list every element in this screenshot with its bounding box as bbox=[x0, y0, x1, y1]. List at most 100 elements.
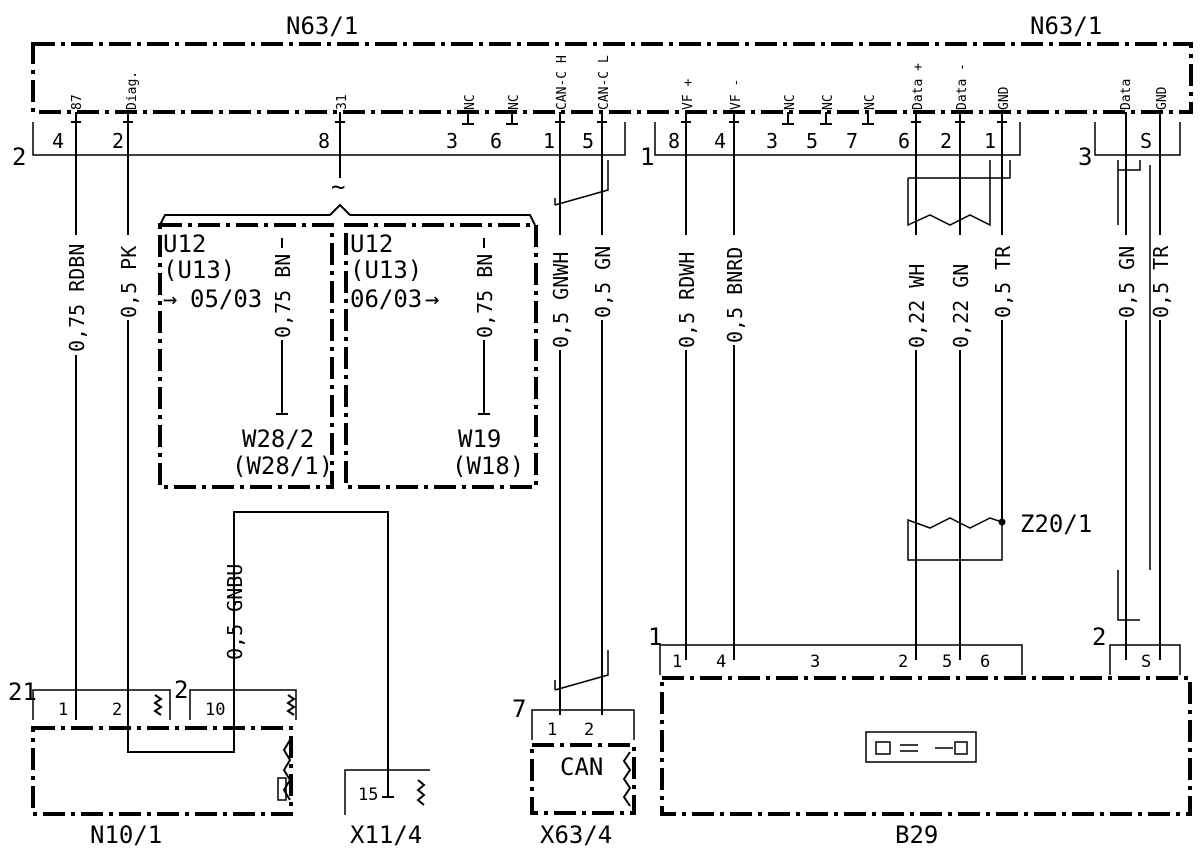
svg-text:0,5 TR: 0,5 TR bbox=[1149, 245, 1173, 318]
pin-nc-4: NC bbox=[821, 94, 836, 110]
svg-text:1: 1 bbox=[58, 700, 68, 720]
svg-text:S: S bbox=[1140, 129, 1152, 153]
pin-gnd: GND bbox=[997, 86, 1012, 110]
x63-can-label: CAN bbox=[560, 753, 603, 781]
wire-labels: 0,75 RDBN 0,5 PK 0,5 GNWH 0,5 GN 0,5 RDW… bbox=[65, 244, 1173, 660]
ref-box-a-content: U12 (U13) → 05/03 0,75 BN W28/2 (W28/1) bbox=[163, 230, 333, 480]
x63-module-box bbox=[530, 743, 636, 815]
svg-text:05/03: 05/03 bbox=[190, 285, 262, 313]
alternative-tilde: ~ bbox=[331, 173, 345, 201]
parking-sensor-icon bbox=[865, 731, 977, 763]
svg-text:7: 7 bbox=[846, 129, 858, 153]
svg-text:4: 4 bbox=[716, 652, 726, 672]
svg-text:0,22 GN: 0,22 GN bbox=[949, 264, 973, 348]
ref-box-b-content: U12 (U13) 06/03 → 0,75 BN W19 (W18) bbox=[350, 230, 524, 480]
connector-3-frame bbox=[1094, 122, 1181, 156]
svg-text:10: 10 bbox=[205, 700, 225, 720]
ref-box-a bbox=[158, 223, 334, 489]
svg-text:6: 6 bbox=[980, 652, 990, 672]
svg-text:6: 6 bbox=[490, 129, 502, 153]
svg-text:5: 5 bbox=[582, 129, 594, 153]
svg-text:0,5 GNWH: 0,5 GNWH bbox=[549, 252, 573, 348]
x11-pin bbox=[382, 790, 394, 798]
pin-nc-3: NC bbox=[783, 94, 798, 110]
ref-box-a-wire bbox=[276, 238, 288, 415]
pin-vf-plus: VF + bbox=[681, 79, 696, 110]
svg-text:2: 2 bbox=[112, 700, 122, 720]
svg-text:2: 2 bbox=[584, 720, 594, 740]
b29-connector-frames bbox=[659, 644, 1181, 675]
b29-pin-numbers: 1 4 3 2 5 6 S bbox=[672, 652, 1151, 672]
n10-internal-resistor bbox=[277, 777, 287, 801]
x63-conn-7: 7 bbox=[512, 695, 526, 723]
svg-text:5: 5 bbox=[806, 129, 818, 153]
wire-lines bbox=[75, 130, 1161, 790]
x11-zigzag bbox=[416, 779, 426, 806]
connector-1-label: 1 bbox=[640, 143, 654, 171]
svg-text:0,5 GN: 0,5 GN bbox=[591, 246, 615, 318]
svg-text:0,5 GNBU: 0,5 GNBU bbox=[223, 564, 247, 660]
n10-conn-2: 2 bbox=[174, 676, 188, 704]
pin-diag: Diag. bbox=[125, 71, 140, 110]
svg-text:0,5 BNRD: 0,5 BNRD bbox=[723, 247, 747, 343]
svg-text:4: 4 bbox=[714, 129, 726, 153]
b29-label: B29 bbox=[895, 821, 938, 849]
ref-box-b bbox=[344, 223, 538, 489]
svg-text:2: 2 bbox=[112, 129, 124, 153]
pin-data-plus: Data + bbox=[911, 63, 926, 110]
svg-text:→: → bbox=[425, 285, 439, 313]
svg-text:(U13): (U13) bbox=[163, 256, 235, 284]
ref-box-b-wire bbox=[478, 238, 490, 415]
pin-data-minus: Data - bbox=[955, 63, 970, 110]
alternative-brace bbox=[159, 203, 536, 226]
b29-conn-1: 1 bbox=[648, 623, 662, 651]
pin-nc-2: NC bbox=[507, 94, 522, 110]
svg-text:0,5 TR: 0,5 TR bbox=[991, 245, 1015, 318]
n10-label: N10/1 bbox=[90, 821, 162, 849]
svg-text:(U13): (U13) bbox=[350, 256, 422, 284]
svg-text:3: 3 bbox=[810, 652, 820, 672]
n63-module-box bbox=[31, 42, 1193, 114]
svg-text:2: 2 bbox=[898, 652, 908, 672]
svg-text:5: 5 bbox=[942, 652, 952, 672]
n10-ground-zigzags bbox=[153, 694, 296, 716]
n63-right-label: N63/1 bbox=[1030, 12, 1102, 40]
pin-87: 87 bbox=[70, 94, 85, 110]
x63-zigzag bbox=[622, 751, 632, 807]
svg-text:0,5 GN: 0,5 GN bbox=[1115, 246, 1139, 318]
svg-text:15: 15 bbox=[358, 785, 378, 805]
x63-label: X63/4 bbox=[540, 821, 612, 849]
svg-text:8: 8 bbox=[668, 129, 680, 153]
connector-2-label: 2 bbox=[12, 143, 26, 171]
n63-pin-numbers: 4 2 8 3 6 1 5 8 4 3 5 7 6 2 1 S bbox=[52, 129, 1152, 153]
svg-text:0,22 WH: 0,22 WH bbox=[905, 264, 929, 348]
n10-module-box bbox=[31, 726, 293, 816]
connector-3-label: 3 bbox=[1078, 143, 1092, 171]
svg-text:3: 3 bbox=[766, 129, 778, 153]
svg-text:0,75 BN: 0,75 BN bbox=[473, 254, 497, 338]
pin-can-l: CAN-C L bbox=[597, 55, 612, 110]
svg-text:0,75 BN: 0,75 BN bbox=[271, 254, 295, 338]
pin-stubs bbox=[71, 112, 1161, 130]
x11-label: X11/4 bbox=[350, 821, 422, 849]
n10-conn-21: 21 bbox=[8, 678, 37, 706]
n63-pin-names: 87 Diag. 31 NC NC CAN-C H CAN-C L VF + V… bbox=[70, 55, 1170, 110]
n10-connector-frames bbox=[32, 689, 297, 720]
svg-text:4: 4 bbox=[52, 129, 64, 153]
svg-text:8: 8 bbox=[318, 129, 330, 153]
svg-text:1: 1 bbox=[672, 652, 682, 672]
svg-text:6: 6 bbox=[898, 129, 910, 153]
svg-text:06/03: 06/03 bbox=[350, 285, 422, 313]
svg-text:0,5 PK: 0,5 PK bbox=[117, 246, 141, 318]
pin-nc-1: NC bbox=[463, 94, 478, 110]
b29-conn-2: 2 bbox=[1092, 623, 1106, 651]
n10-bridge bbox=[75, 710, 235, 753]
pin-nc-5: NC bbox=[863, 94, 878, 110]
svg-text:1: 1 bbox=[984, 129, 996, 153]
twisted-pair-markers bbox=[554, 160, 1151, 691]
n63-left-label: N63/1 bbox=[286, 12, 358, 40]
svg-text:W28/2: W28/2 bbox=[242, 425, 314, 453]
n10-internal-zigzag bbox=[282, 739, 292, 801]
connector-1-frame bbox=[654, 122, 1021, 156]
svg-text:S: S bbox=[1141, 652, 1151, 672]
